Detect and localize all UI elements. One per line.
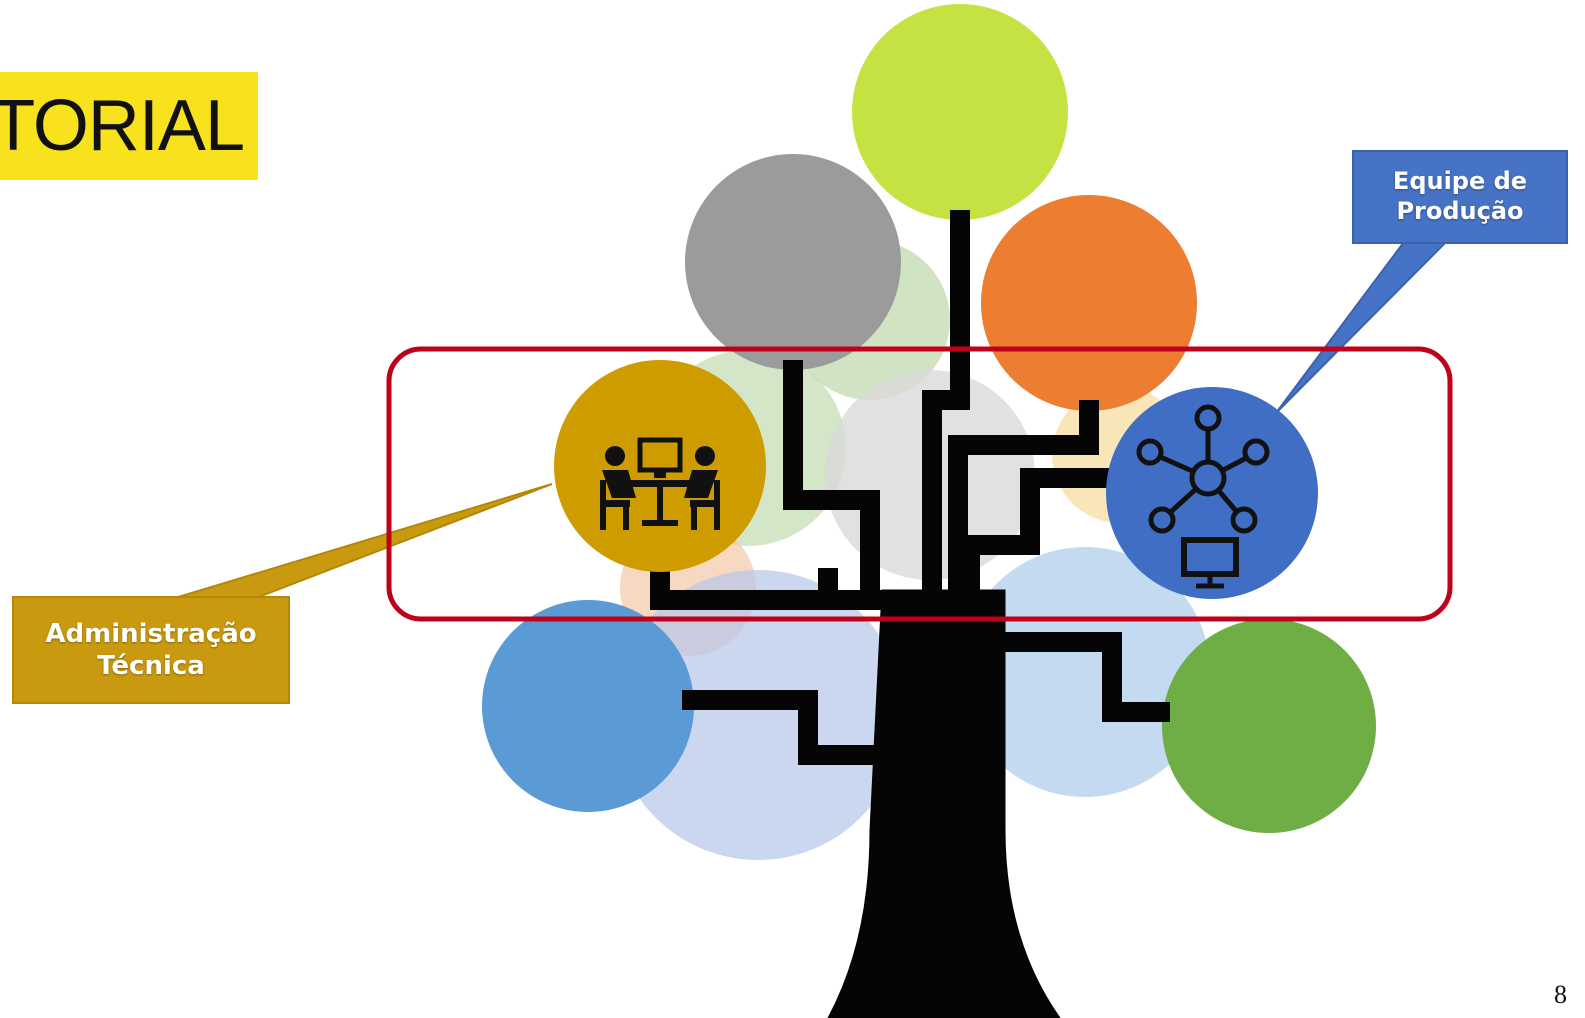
callout-equipe-line2: Produção <box>1396 197 1524 225</box>
highlight-frame <box>386 346 1453 622</box>
circle-blue-left <box>482 600 694 812</box>
tree-branches <box>650 210 1228 765</box>
meeting-desk-icon <box>600 437 720 530</box>
bg-circle-blue-pale-right <box>960 547 1210 797</box>
callout-equipe-producao: Equipe de Produção <box>1352 150 1568 244</box>
network-people-computer-icon <box>1136 404 1270 589</box>
circle-admin <box>554 360 766 572</box>
bg-circle-blue-pale-left <box>613 570 903 860</box>
tree-trunk <box>827 589 1061 1018</box>
callout-admin-line2: Técnica <box>97 651 205 681</box>
circle-gray <box>685 154 901 370</box>
circle-orange <box>981 195 1197 411</box>
circle-lime <box>852 4 1068 220</box>
page-number: 8 <box>1554 980 1567 1009</box>
admin-pointer <box>174 483 553 599</box>
page-title: EDITORIAL <box>0 86 245 166</box>
callout-equipe-line1: Equipe de <box>1392 167 1528 195</box>
title-banner: EDITORIAL <box>0 72 258 180</box>
equipe-pointer <box>1275 241 1449 414</box>
circle-green <box>1162 619 1376 833</box>
callout-administracao-tecnica: Administração Técnica <box>12 596 290 704</box>
callout-admin-line1: Administração <box>45 619 257 649</box>
